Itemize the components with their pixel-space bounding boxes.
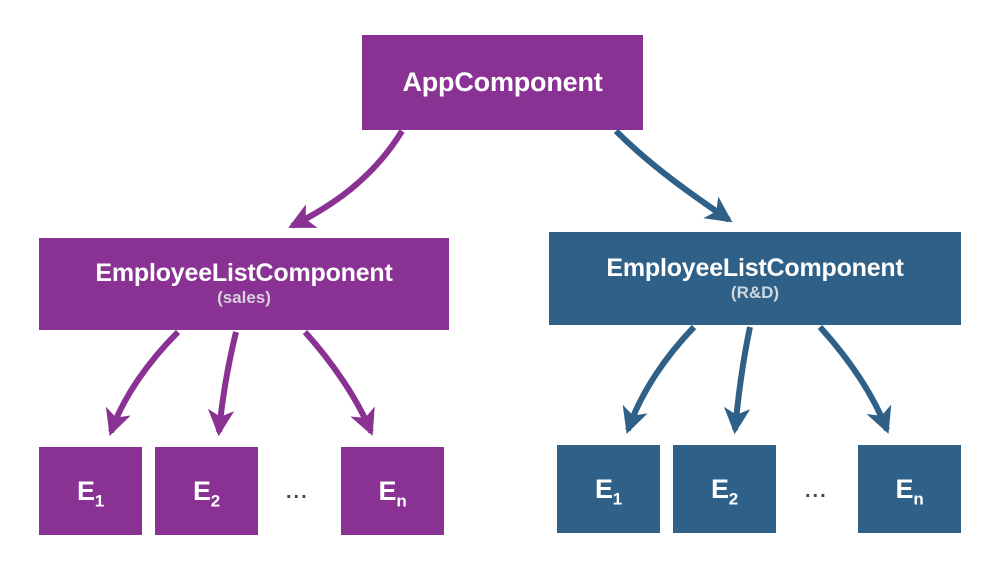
node-employee-list-component-rnd[interactable]: EmployeeListComponent (R&D) <box>549 232 961 325</box>
node-employee-rnd-2[interactable]: E2 <box>673 445 776 533</box>
ellipsis-sales: ... <box>286 481 309 503</box>
node-employee-list-component-sales-sublabel: (sales) <box>217 288 271 308</box>
node-employee-rnd-2-label: E2 <box>710 473 739 509</box>
ellipsis-rnd: ... <box>805 480 828 502</box>
node-app-component[interactable]: AppComponent <box>362 35 643 130</box>
node-employee-sales-1-label: E1 <box>76 475 105 511</box>
node-employee-rnd-1-label: E1 <box>594 473 623 509</box>
edge-root-to-sales <box>288 129 405 229</box>
node-employee-sales-1[interactable]: E1 <box>39 447 142 535</box>
node-employee-list-component-sales-label: EmployeeListComponent <box>95 259 393 288</box>
node-employee-rnd-n[interactable]: En <box>858 445 961 533</box>
edge-sales-to-en <box>302 329 375 436</box>
node-employee-list-component-rnd-label: EmployeeListComponent <box>606 253 904 282</box>
node-employee-sales-2-label: E2 <box>192 475 221 511</box>
edge-rnd-to-e1 <box>622 324 697 434</box>
edge-sales-to-e1 <box>105 329 181 436</box>
node-employee-rnd-n-label: En <box>895 473 924 509</box>
edge-root-to-rnd <box>613 128 733 223</box>
edge-rnd-to-e2 <box>723 326 753 435</box>
edge-rnd-to-en <box>817 324 892 434</box>
node-employee-rnd-1[interactable]: E1 <box>557 445 660 533</box>
node-employee-sales-n[interactable]: En <box>341 447 444 535</box>
edge-sales-to-e2 <box>207 331 239 437</box>
node-employee-sales-n-label: En <box>378 475 407 511</box>
node-employee-list-component-sales[interactable]: EmployeeListComponent (sales) <box>39 238 449 330</box>
node-app-component-label: AppComponent <box>402 67 603 98</box>
node-employee-list-component-rnd-sublabel: (R&D) <box>730 282 780 302</box>
node-employee-sales-2[interactable]: E2 <box>155 447 258 535</box>
